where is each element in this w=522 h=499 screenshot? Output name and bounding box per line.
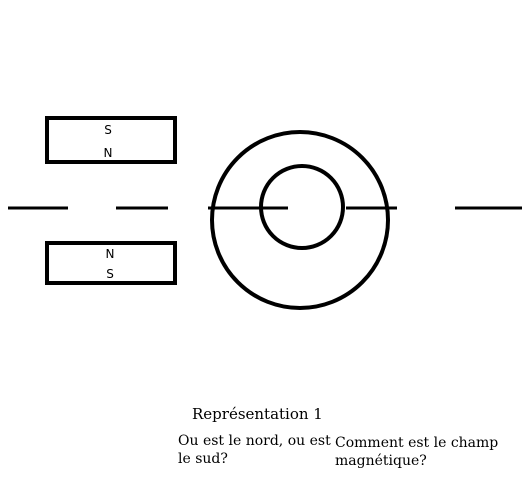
- top-magnet: S N: [45, 116, 177, 164]
- top-magnet-body: [45, 116, 177, 164]
- bottom-magnet-body: [45, 241, 177, 285]
- question-north-south: Ou est le nord, ou est le sud?: [178, 433, 331, 467]
- question-magnetic-field: Comment est le champ magnétique?: [335, 435, 499, 469]
- ring-outer-circle: [210, 130, 390, 310]
- bottom-magnet: N S: [45, 241, 177, 285]
- top-magnet-upper-pole: S: [104, 123, 112, 137]
- diagram-title: Représentation 1: [192, 405, 323, 423]
- ring-magnet: [210, 130, 390, 310]
- top-magnet-lower-pole: N: [104, 146, 113, 160]
- ring-inner-circle: [259, 164, 345, 250]
- bottom-magnet-lower-pole: S: [106, 267, 114, 281]
- bottom-magnet-upper-pole: N: [106, 247, 115, 261]
